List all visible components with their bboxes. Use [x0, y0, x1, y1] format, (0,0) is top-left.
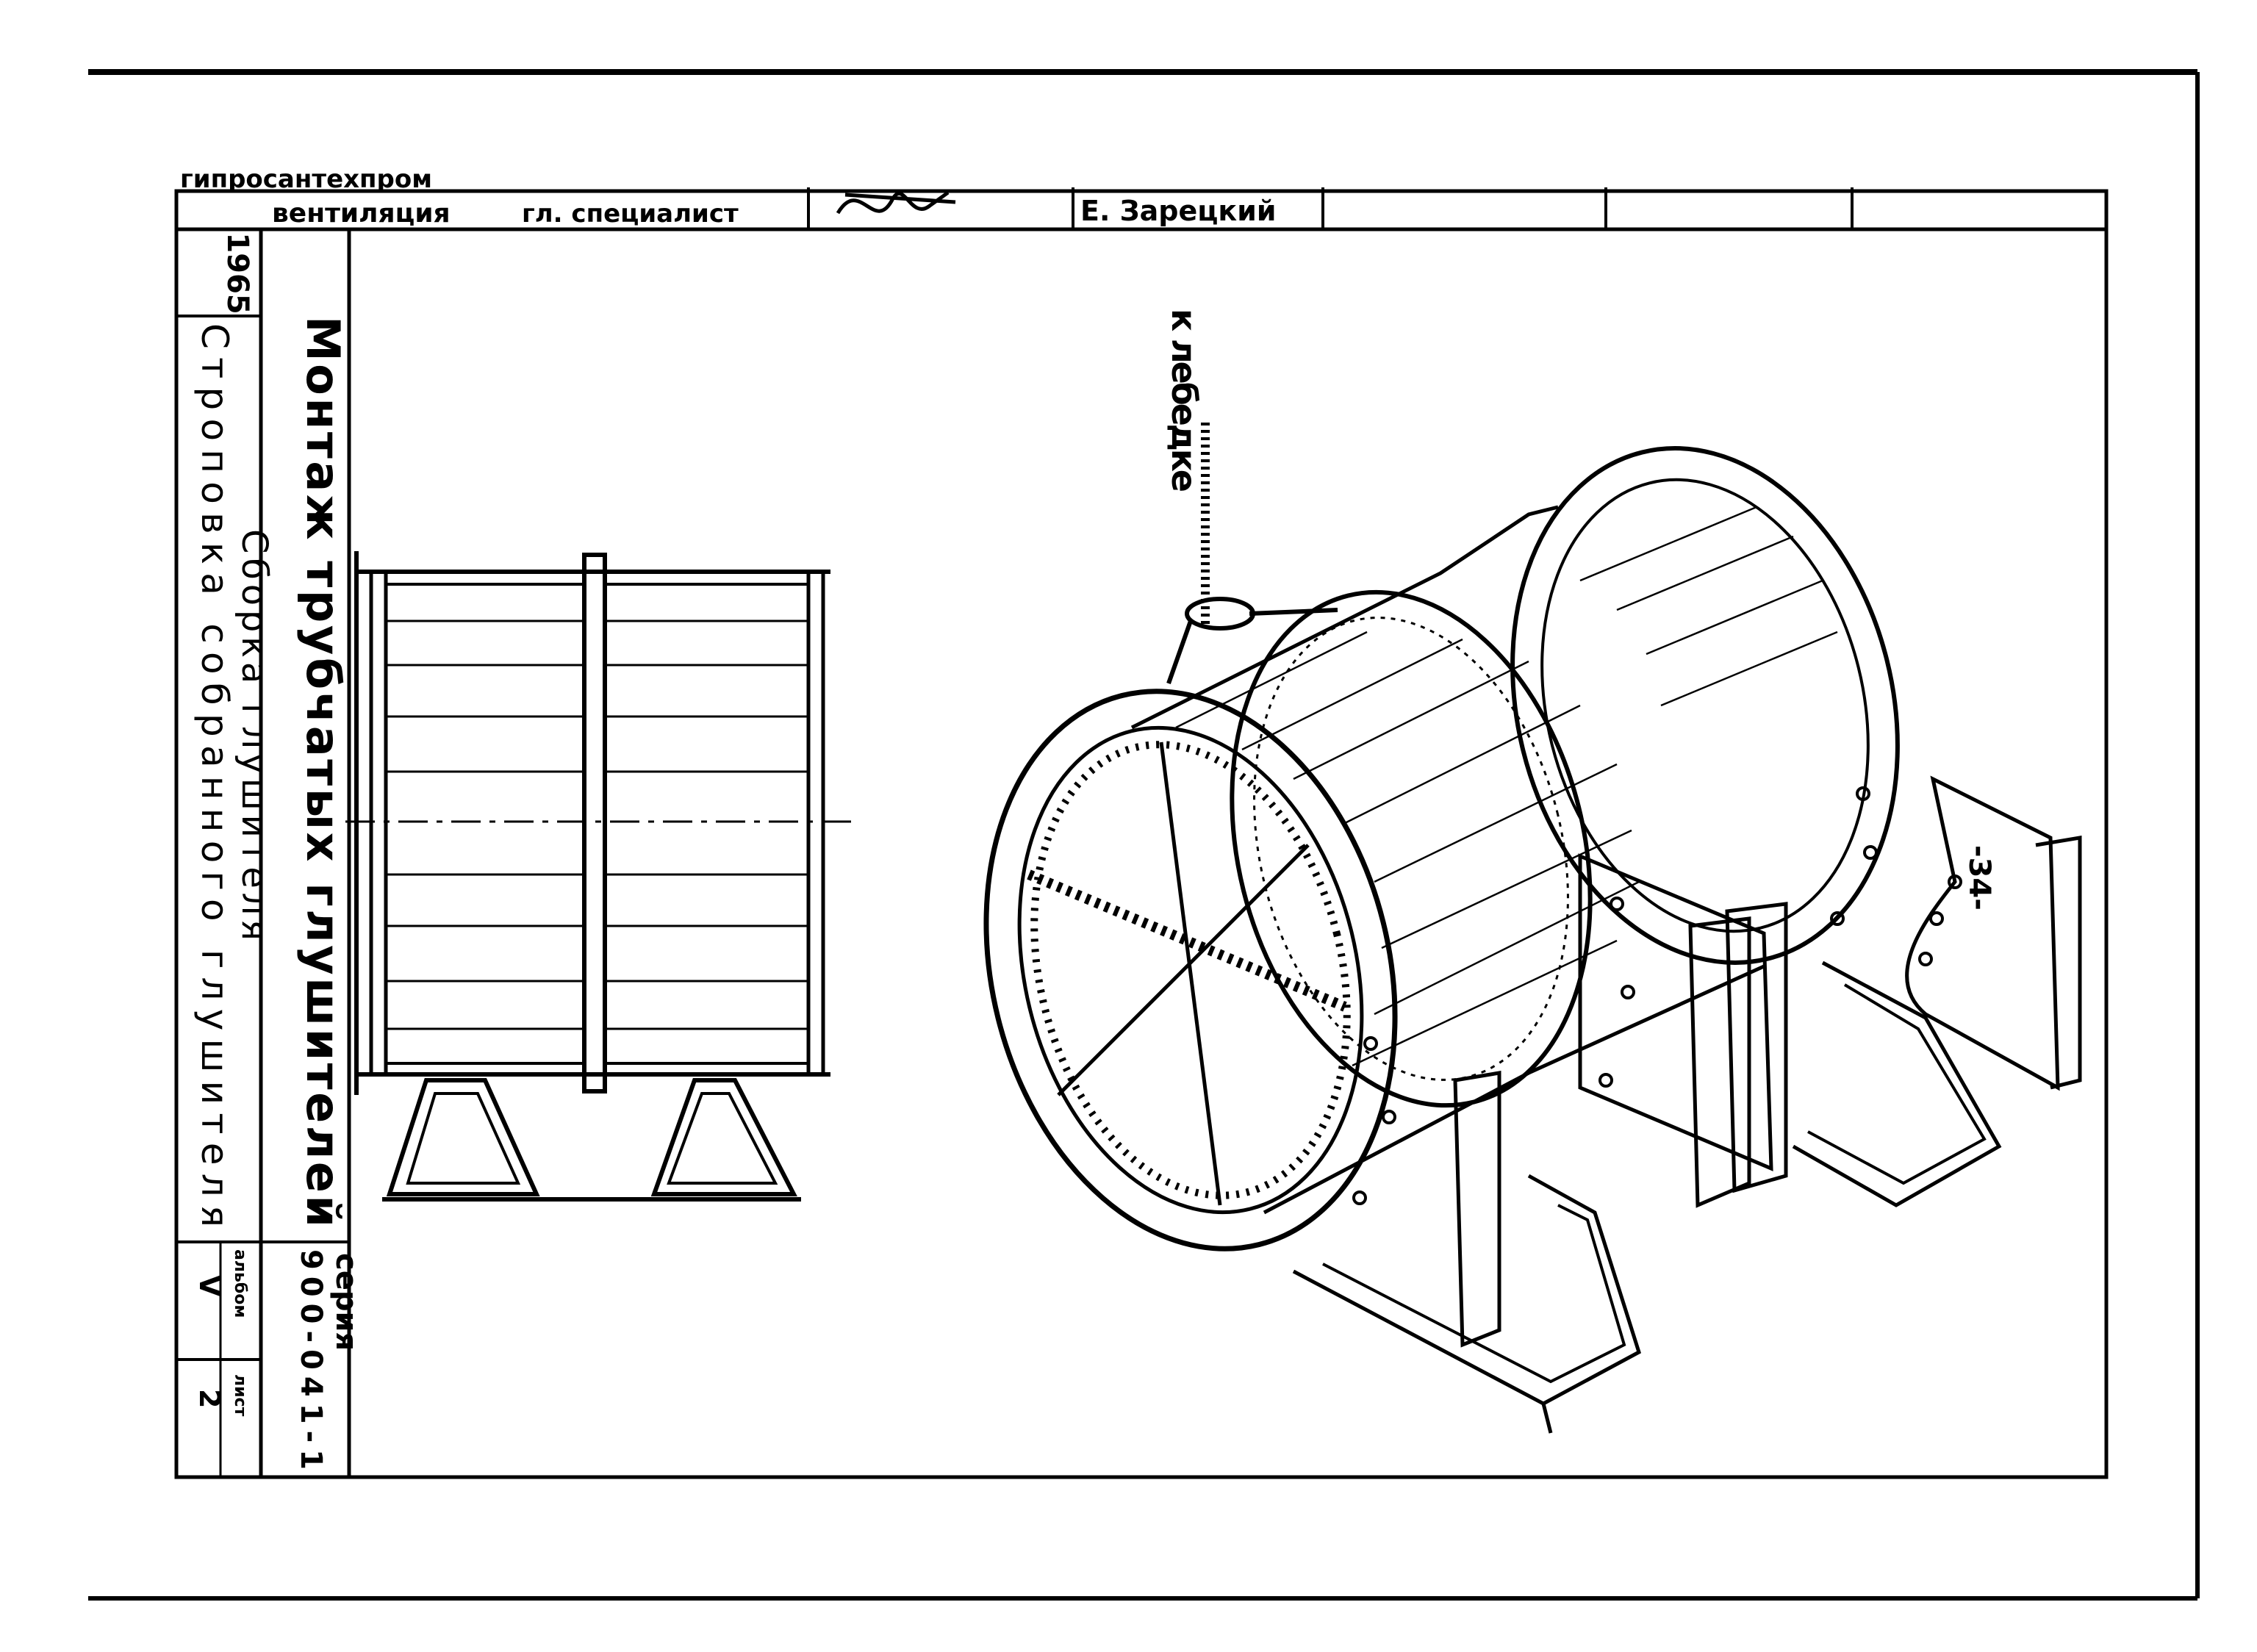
sling-rope — [1166, 423, 1338, 684]
title-block: 1965 Монтаж трубчатых глушителей Сборка … — [193, 232, 363, 1470]
front-flange — [983, 689, 1398, 1251]
drawing-frame — [174, 187, 2109, 1479]
silencer-body — [1130, 505, 1838, 1215]
rear-support-plate — [1905, 775, 2082, 1091]
role-label: гл. специалист — [522, 199, 739, 229]
series-label: серия — [329, 1253, 363, 1351]
engineer-name: Е. Зарецкий — [1080, 195, 1276, 227]
trestle-left — [386, 1078, 540, 1196]
subtitle-slinging: Строповка собранного глушителя — [193, 323, 236, 1227]
album-value: V — [193, 1275, 226, 1297]
sheet-value: 2 — [193, 1389, 226, 1408]
trestle-right — [650, 1078, 797, 1196]
sheet-label: лист — [231, 1374, 249, 1417]
tube-lines — [386, 620, 808, 1030]
title-strip: гипросантехпром вентиляция гл. специалис… — [180, 165, 1276, 229]
main-title: Монтаж трубчатых глушителей — [296, 316, 350, 1227]
silencer-side-view — [345, 551, 860, 1202]
rear-flange — [1510, 446, 1900, 965]
silencer-isometric-view: к лебедке — [983, 309, 2082, 1434]
middle-support-plates — [1578, 853, 1788, 1208]
iso-trestle-front — [1292, 1174, 1642, 1434]
signature — [836, 190, 956, 215]
album-label: альбом — [231, 1249, 249, 1318]
iso-trestle-rear — [1792, 960, 2002, 1207]
series-value: 900-041-1 — [294, 1249, 328, 1470]
body-tube-lines — [1175, 506, 1838, 1067]
year-label: 1965 — [220, 232, 254, 314]
front-support-plate — [1453, 1071, 1501, 1348]
page-number: -34- — [1962, 845, 1996, 911]
winch-label: к лебедке — [1164, 309, 1204, 492]
subtitle-assembly: Сборка глушителя — [234, 529, 275, 941]
department-label: вентиляция — [272, 198, 451, 229]
page-border — [88, 69, 2200, 1601]
org-line: гипросантехпром — [180, 165, 432, 194]
